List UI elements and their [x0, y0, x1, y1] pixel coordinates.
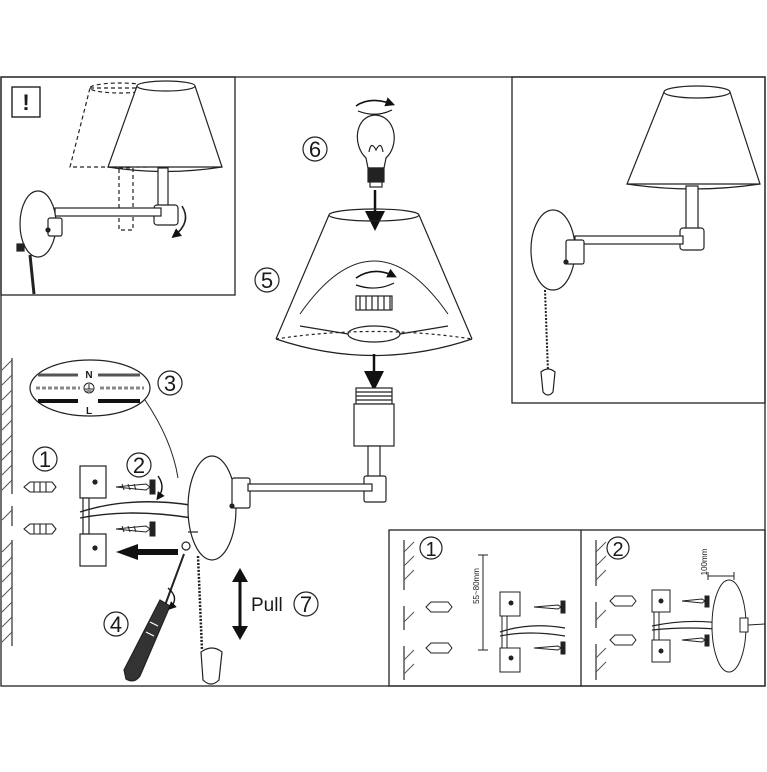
step-4-label: 4: [110, 612, 122, 637]
panel-frames: [0, 76, 766, 687]
detail-step-1-label: 1: [425, 539, 436, 561]
rotate-arrow-icon: [171, 205, 187, 238]
detail-step-2-label: 2: [612, 539, 623, 561]
step-4-circle: [103, 611, 129, 637]
screw-icon: [115, 479, 156, 537]
neutral-label: N: [85, 370, 92, 381]
assembled-shade: [626, 91, 761, 185]
assembled-lamp: [530, 85, 761, 396]
live-label: L: [86, 406, 92, 417]
assembled-arm: [574, 235, 684, 245]
pull-label: Pull: [251, 595, 283, 616]
mounting-bracket: [79, 465, 107, 567]
panel-assembled-lamp: [511, 76, 766, 404]
assembled-stem: [685, 185, 699, 231]
installed-lamp: [181, 455, 373, 685]
warning-icon: !: [11, 86, 41, 118]
pull-chain-icon: [544, 289, 549, 373]
step-2-circle: [126, 452, 152, 478]
rotation-lamp: [16, 80, 223, 295]
step-3-circle: [157, 370, 183, 396]
stem: [157, 167, 169, 211]
step-7-circle: [293, 591, 319, 617]
panel-rotation: [0, 76, 236, 296]
step-5-circle: [254, 267, 280, 293]
wiring-callout: [29, 359, 179, 479]
light-bulb-icon: [356, 114, 395, 188]
mains-wire: [79, 501, 191, 513]
detail-wall-2: [595, 540, 607, 680]
panel-mounting-detail: [388, 529, 766, 687]
step-2-label: 2: [133, 453, 145, 478]
detail-step-1-circle: [419, 536, 443, 560]
detail-2-parts: [609, 572, 766, 673]
lamp-shade-icon: [275, 208, 473, 357]
step-markers: [32, 136, 630, 637]
offset-dimension: 100mm: [700, 548, 709, 575]
step-1-label: 1: [39, 447, 51, 472]
detail-1-parts: [425, 554, 566, 673]
pull-chain-icon: [196, 555, 204, 651]
lamp-shade-icon: [107, 85, 223, 168]
installed-backplate: [187, 455, 237, 561]
rotate-arrow-icon: [156, 475, 165, 501]
step-6-circle: [302, 136, 328, 162]
rotate-arrow-icon: [167, 587, 177, 610]
wall-hatch: [1, 358, 13, 646]
rotate-arrow-icon: [355, 97, 396, 107]
spacing-dimension: 55~80mm: [472, 568, 481, 604]
shade-ring-thread: [355, 295, 393, 311]
warning-symbol: !: [22, 90, 29, 115]
step-7-label: 7: [300, 592, 312, 617]
installed-arm: [247, 483, 373, 492]
step-6-label: 6: [309, 137, 321, 162]
bulb-holder: [353, 387, 395, 503]
step-1-circle: [32, 446, 58, 472]
step-5-label: 5: [261, 268, 273, 293]
earth-icon: [83, 382, 95, 394]
step-3-label: 3: [164, 371, 176, 396]
wall-plug-icon: [23, 481, 57, 535]
rotate-arrow-icon: [355, 268, 397, 279]
swing-arm: [54, 207, 162, 217]
detail-step-2-circle: [606, 536, 630, 560]
screwdriver-icon: [123, 553, 185, 682]
pull-knob: [200, 647, 223, 685]
detail-wall-1: [403, 540, 415, 680]
